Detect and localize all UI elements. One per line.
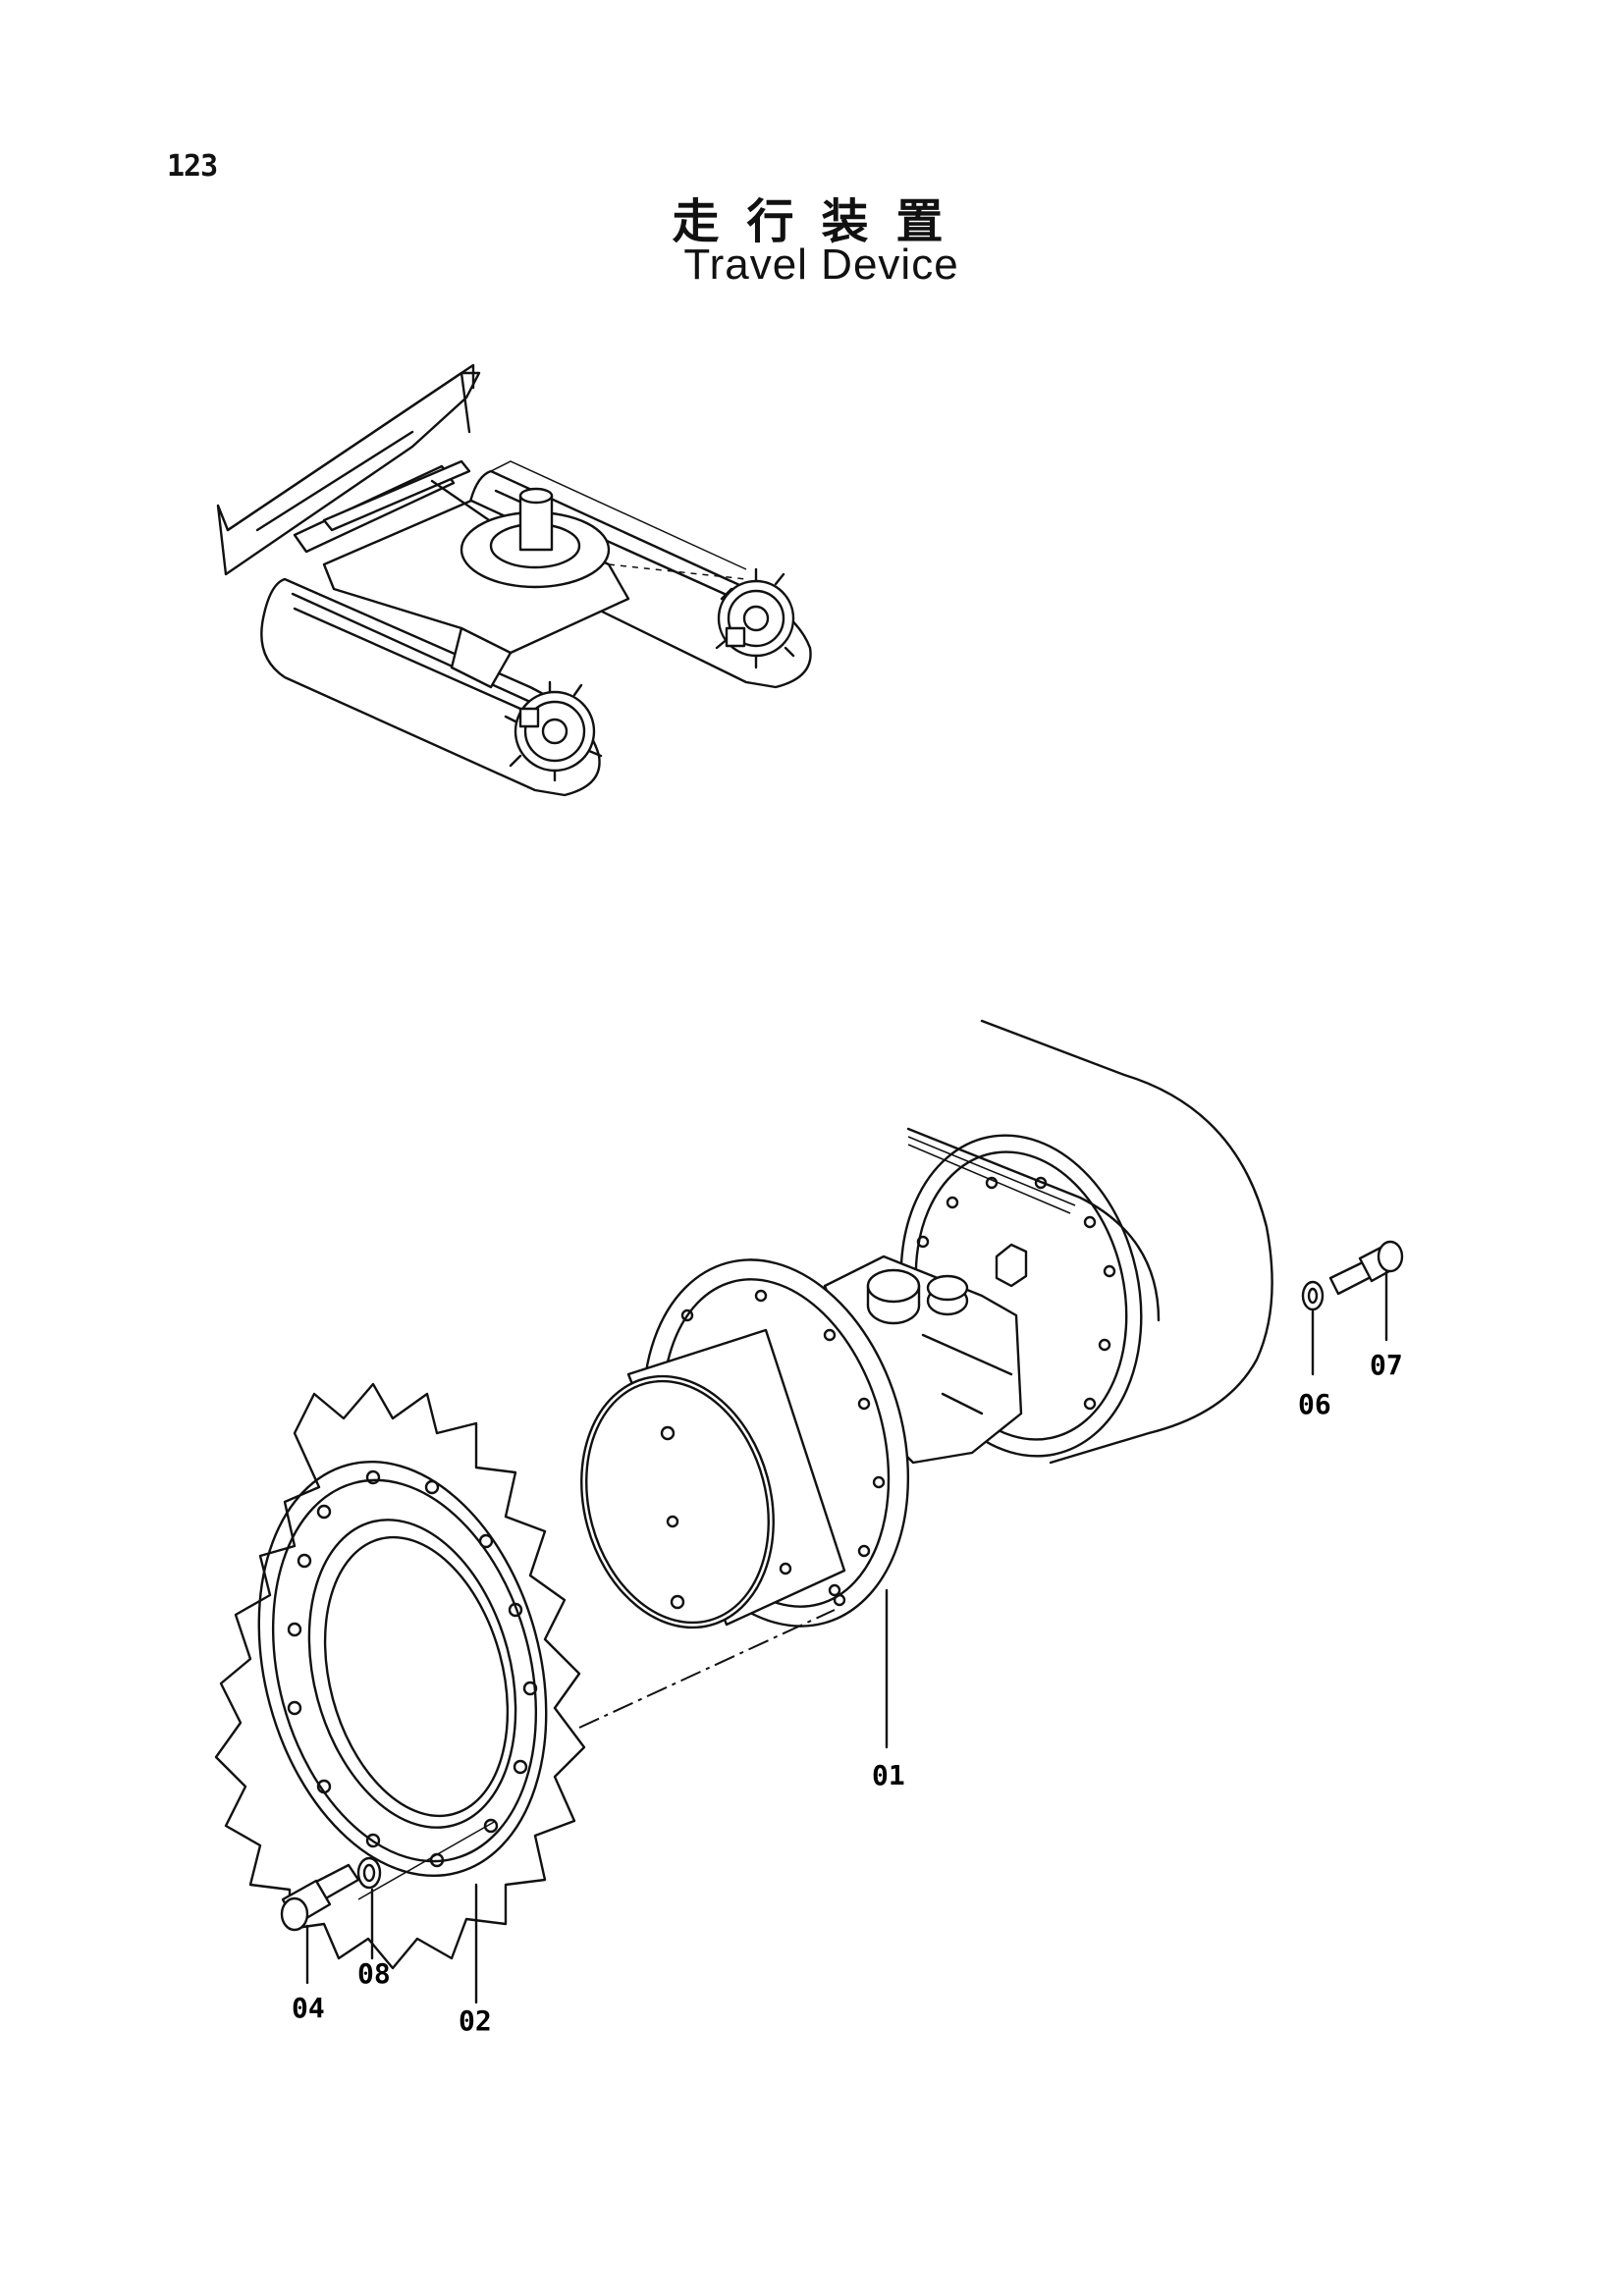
bolt-07-illustration [1328,1240,1404,1296]
callout-07: 07 [1370,1349,1403,1381]
callout-06: 06 [1298,1388,1331,1420]
assembly-centerline [578,1609,836,1729]
leader-lines [305,1270,1388,2004]
sprocket-illustration [214,1382,586,1970]
callout-02: 02 [459,2004,492,2037]
sprocket-right-illustration [715,567,795,669]
page-title-japanese: 走行装置 [672,194,971,249]
washer-08-illustration [356,1856,382,1890]
page-number: 123 [167,149,218,184]
undercarriage-overview-illustration [216,363,812,797]
travel-motor-illustration [580,1255,1023,1629]
page-title-english: Travel Device [683,240,959,289]
callout-01: 01 [872,1759,905,1791]
sprocket-left-illustration [504,680,603,782]
callout-04: 04 [292,1992,325,2024]
callout-08: 08 [357,1957,391,1990]
swing-bearing-illustration [460,487,611,589]
washer-06-illustration [1301,1280,1325,1311]
